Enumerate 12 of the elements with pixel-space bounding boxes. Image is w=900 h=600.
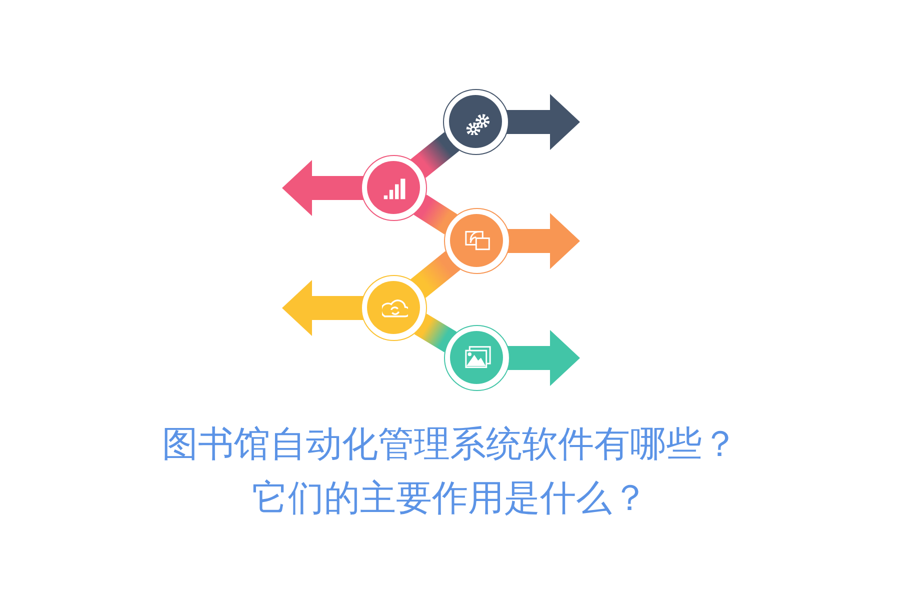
connector-band [410, 251, 460, 298]
arrow [505, 94, 580, 150]
arrow [506, 213, 580, 269]
connector-band [414, 194, 458, 234]
icon-circle [361, 155, 427, 221]
title: 图书馆自动化管理系统软件有哪些？它们的主要作用是什么？ [161, 423, 739, 521]
connector-band [414, 314, 457, 352]
arrow [282, 160, 365, 216]
arrow [506, 330, 580, 386]
arrow [282, 280, 365, 336]
icon-circle [361, 275, 427, 341]
connector-band [410, 132, 460, 178]
